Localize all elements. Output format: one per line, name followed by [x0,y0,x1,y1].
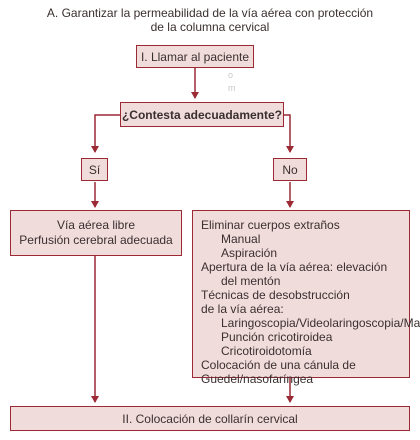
line-question-left [91,114,122,153]
ghost-mark-2: m [228,83,236,93]
step2-cervical-collar-box: II. Colocación de collarín cervical [10,406,410,431]
title-line-1: A. Garantizar la permeabilidad de la vía… [46,6,374,20]
no-label: No [282,162,298,177]
ghost-mark-1: o [228,70,234,80]
step2-label: II. Colocación de collarín cervical [122,411,298,426]
action-item: Aspiración [221,246,278,260]
question-box: ¿Contesta adecuadamente? [120,102,284,127]
yes-label: Sí [88,162,101,177]
action-item: del mentón [221,274,281,288]
yes-box: Sí [81,158,108,181]
question-label: ¿Contesta adecuadamente? [121,107,283,122]
yes-result-line-2: Perfusión cerebral adecuada [19,233,173,247]
step1-call-patient-box: I. Llamar al paciente [136,45,254,68]
action-item: Eliminar cuerpos extraños [201,218,340,232]
no-box: No [273,158,307,181]
action-item: Punción cricotiroidea [221,330,333,344]
title-line-2: de la columna cervical [150,20,270,34]
yes-result-box: Vía aérea libre Perfusión cerebral adecu… [10,210,182,256]
action-item: Guedel/nasofaríngea [201,372,314,386]
action-item: Laringoscopia/Videolaringoscopia/Magill [221,316,420,330]
action-item: Cricotiroidotomía [221,344,312,358]
line-question-right [282,114,294,153]
action-item: Apertura de la vía aérea: elevación [201,260,388,274]
action-item: de la vía aérea: [201,302,284,316]
diagram-title: A. Garantizar la permeabilidad de la vía… [0,6,420,34]
action-item: Manual [221,232,261,246]
action-item: Colocación de una cánula de [201,358,356,372]
no-actions-box: Eliminar cuerpos extraños Manual Aspirac… [192,210,420,386]
action-item: Técnicas de desobstrucción [201,288,350,302]
step1-label: I. Llamar al paciente [140,49,250,64]
yes-result-line-1: Vía aérea libre [56,218,136,232]
